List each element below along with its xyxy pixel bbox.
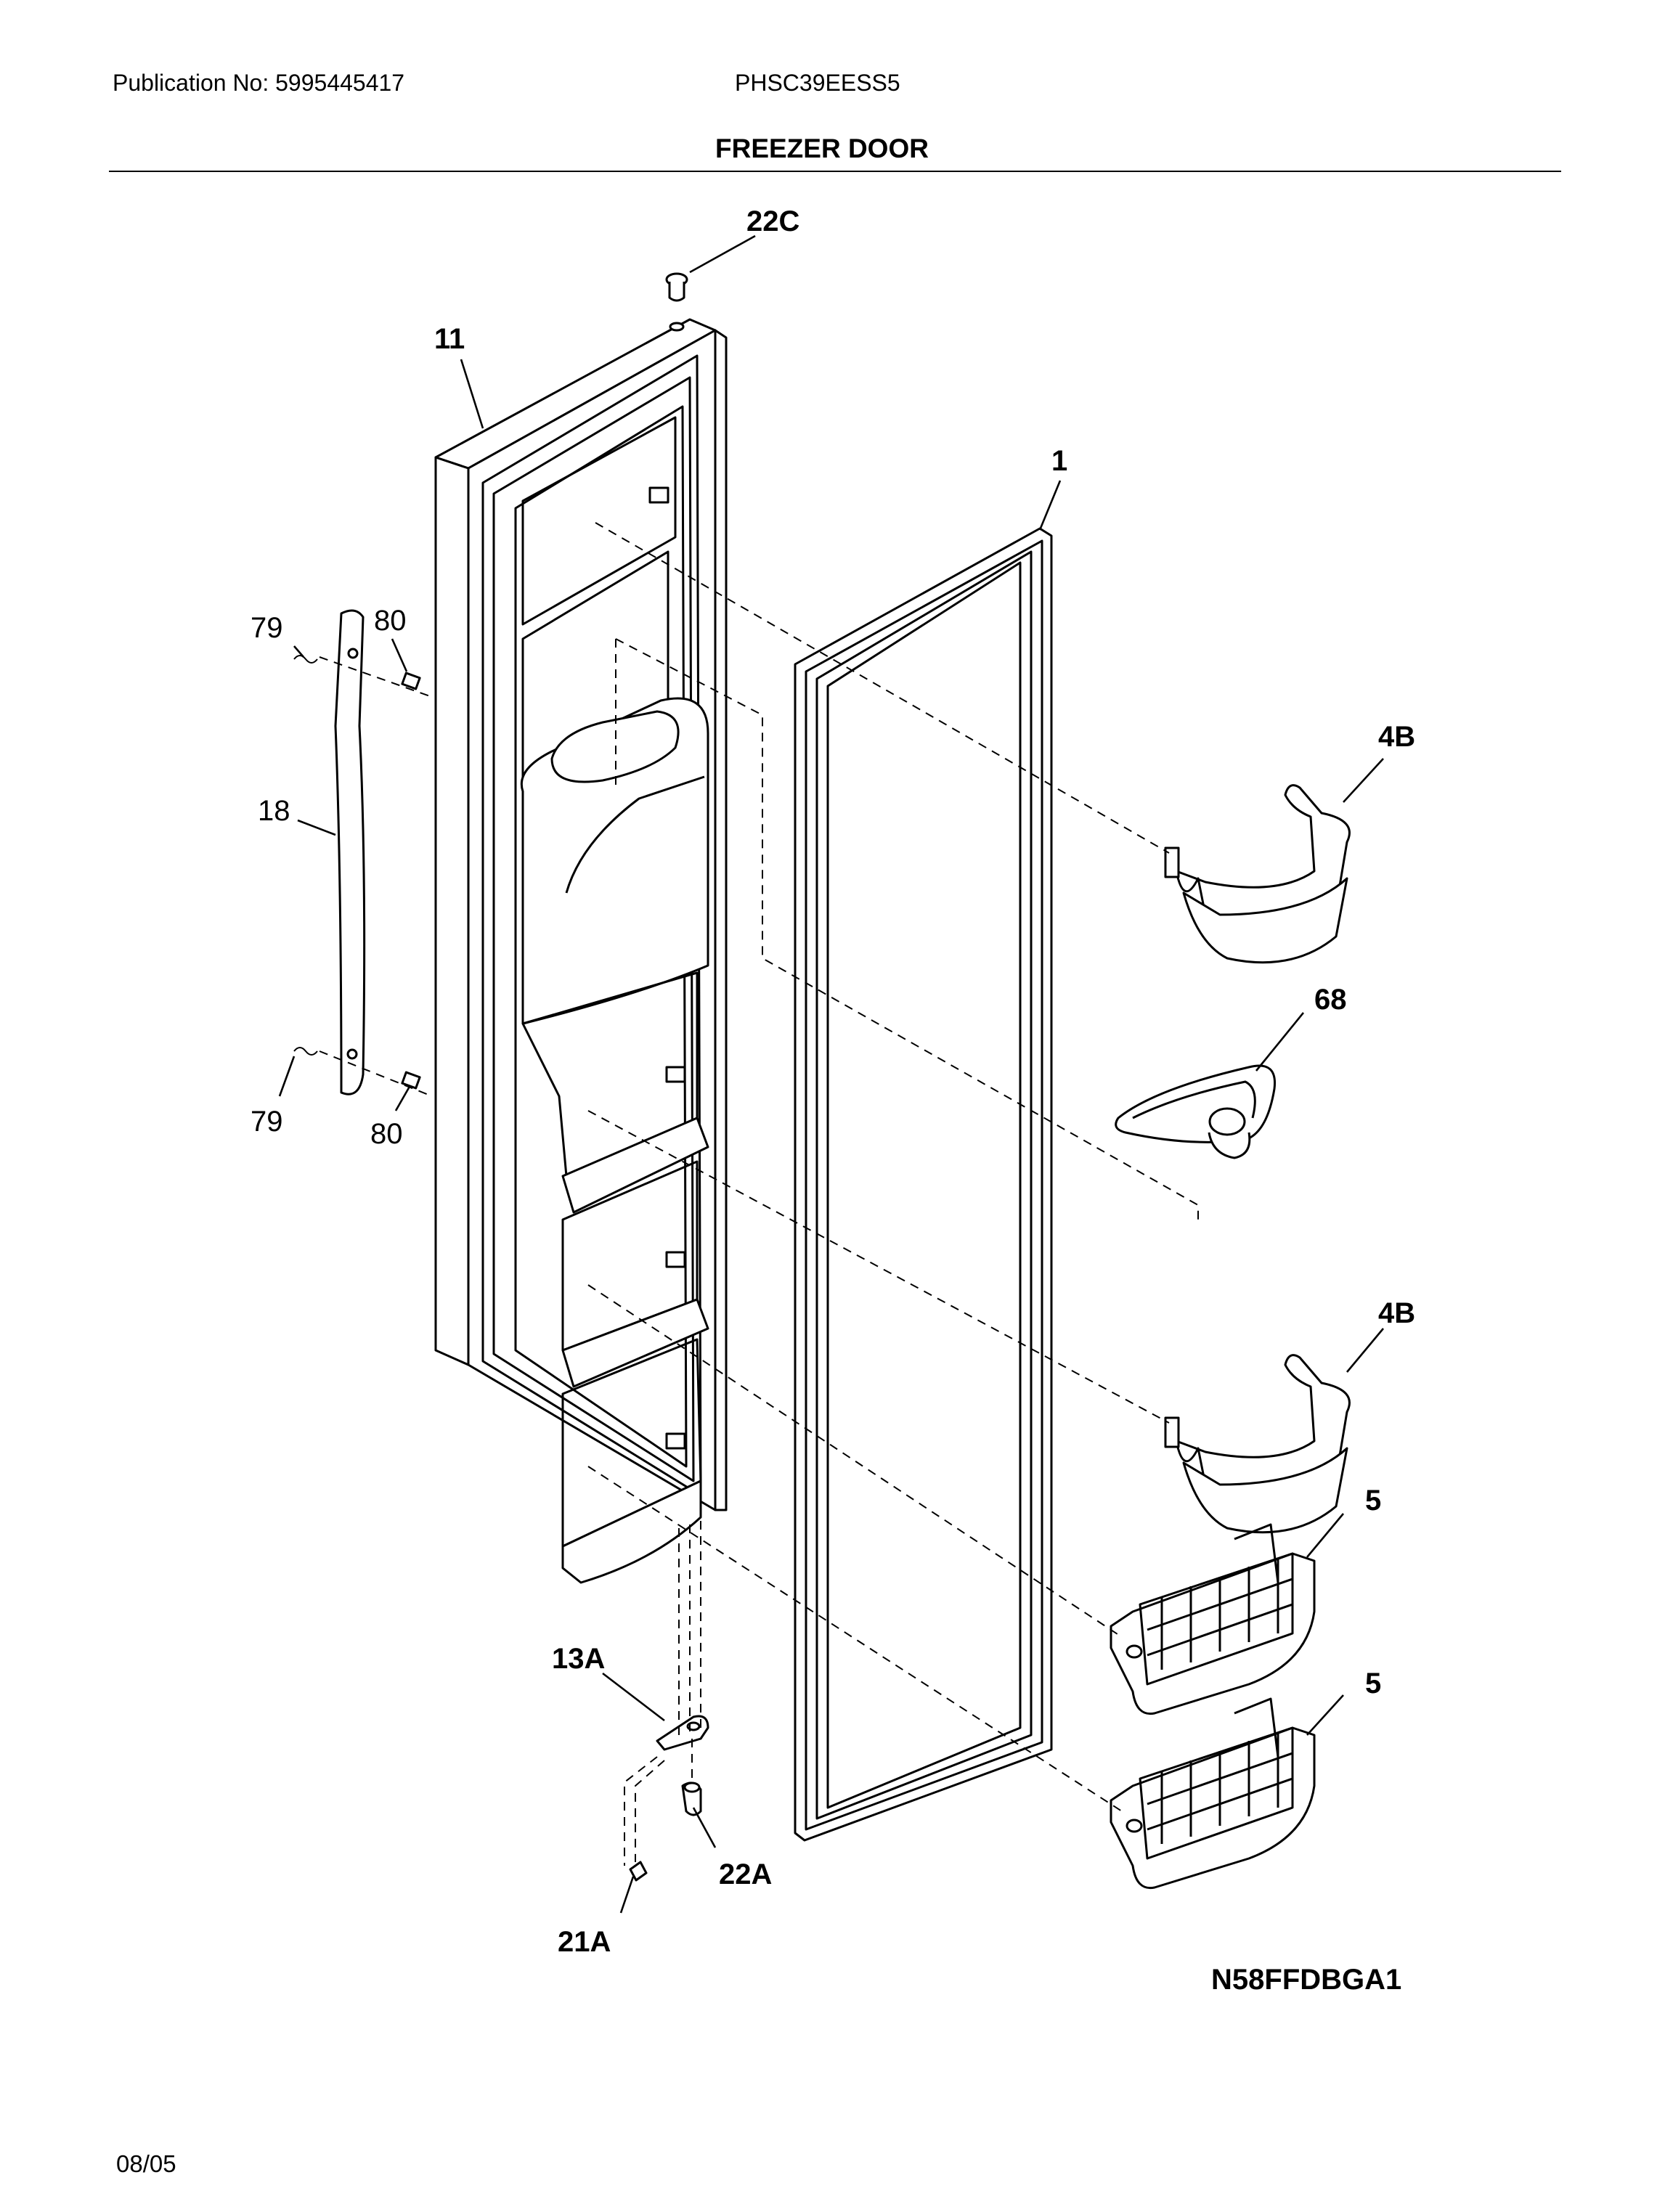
- callout-22a: 22A: [719, 1858, 772, 1890]
- diagram-code: N58FFDBGA1: [1211, 1964, 1401, 1996]
- callout-21a: 21A: [558, 1926, 611, 1958]
- callout-11: 11: [434, 323, 465, 355]
- callout-22c: 22C: [746, 205, 799, 237]
- callout-1: 1: [1051, 445, 1067, 477]
- handle-screws: [293, 655, 433, 1097]
- callout-80-top: 80: [374, 605, 407, 637]
- bottom-hinge-parts: [624, 1521, 709, 1882]
- callout-4b-upper: 4B: [1378, 721, 1415, 753]
- publication-number: Publication No: 5995445417: [113, 70, 405, 96]
- callout-79-bottom: 79: [251, 1106, 283, 1138]
- callout-13a: 13A: [552, 1643, 605, 1675]
- page-title: FREEZER DOOR: [715, 134, 929, 163]
- door-bin-4b-upper: [1164, 784, 1351, 964]
- callout-5-lower: 5: [1365, 1668, 1381, 1699]
- freezer-door-outer: [434, 318, 728, 1584]
- callout-labels: 22C 11 1 79 80 18 79 80 4B 68 4B 5 5 13A…: [251, 205, 1415, 1996]
- callout-4b-lower: 4B: [1378, 1297, 1415, 1329]
- wire-basket-5-upper: [1110, 1523, 1316, 1715]
- header-rule: [109, 171, 1561, 172]
- callout-18: 18: [258, 795, 290, 827]
- ice-funnel-68: [1115, 1064, 1277, 1159]
- door-gasket: [794, 527, 1053, 1842]
- callout-79-top: 79: [251, 612, 283, 644]
- callout-80-bottom: 80: [370, 1118, 403, 1150]
- hinge-cap-22c: [665, 272, 688, 302]
- door-bin-4b-lower: [1164, 1354, 1351, 1534]
- model-number: PHSC39EESS5: [735, 70, 900, 96]
- footer-date: 08/05: [116, 2150, 176, 2177]
- assembly-lines: [587, 522, 1199, 1812]
- callout-5-upper: 5: [1365, 1485, 1381, 1517]
- wire-basket-5-lower: [1110, 1697, 1316, 1890]
- door-handle: [334, 609, 366, 1095]
- callout-leaders: [278, 234, 1384, 1914]
- callout-68: 68: [1314, 984, 1347, 1016]
